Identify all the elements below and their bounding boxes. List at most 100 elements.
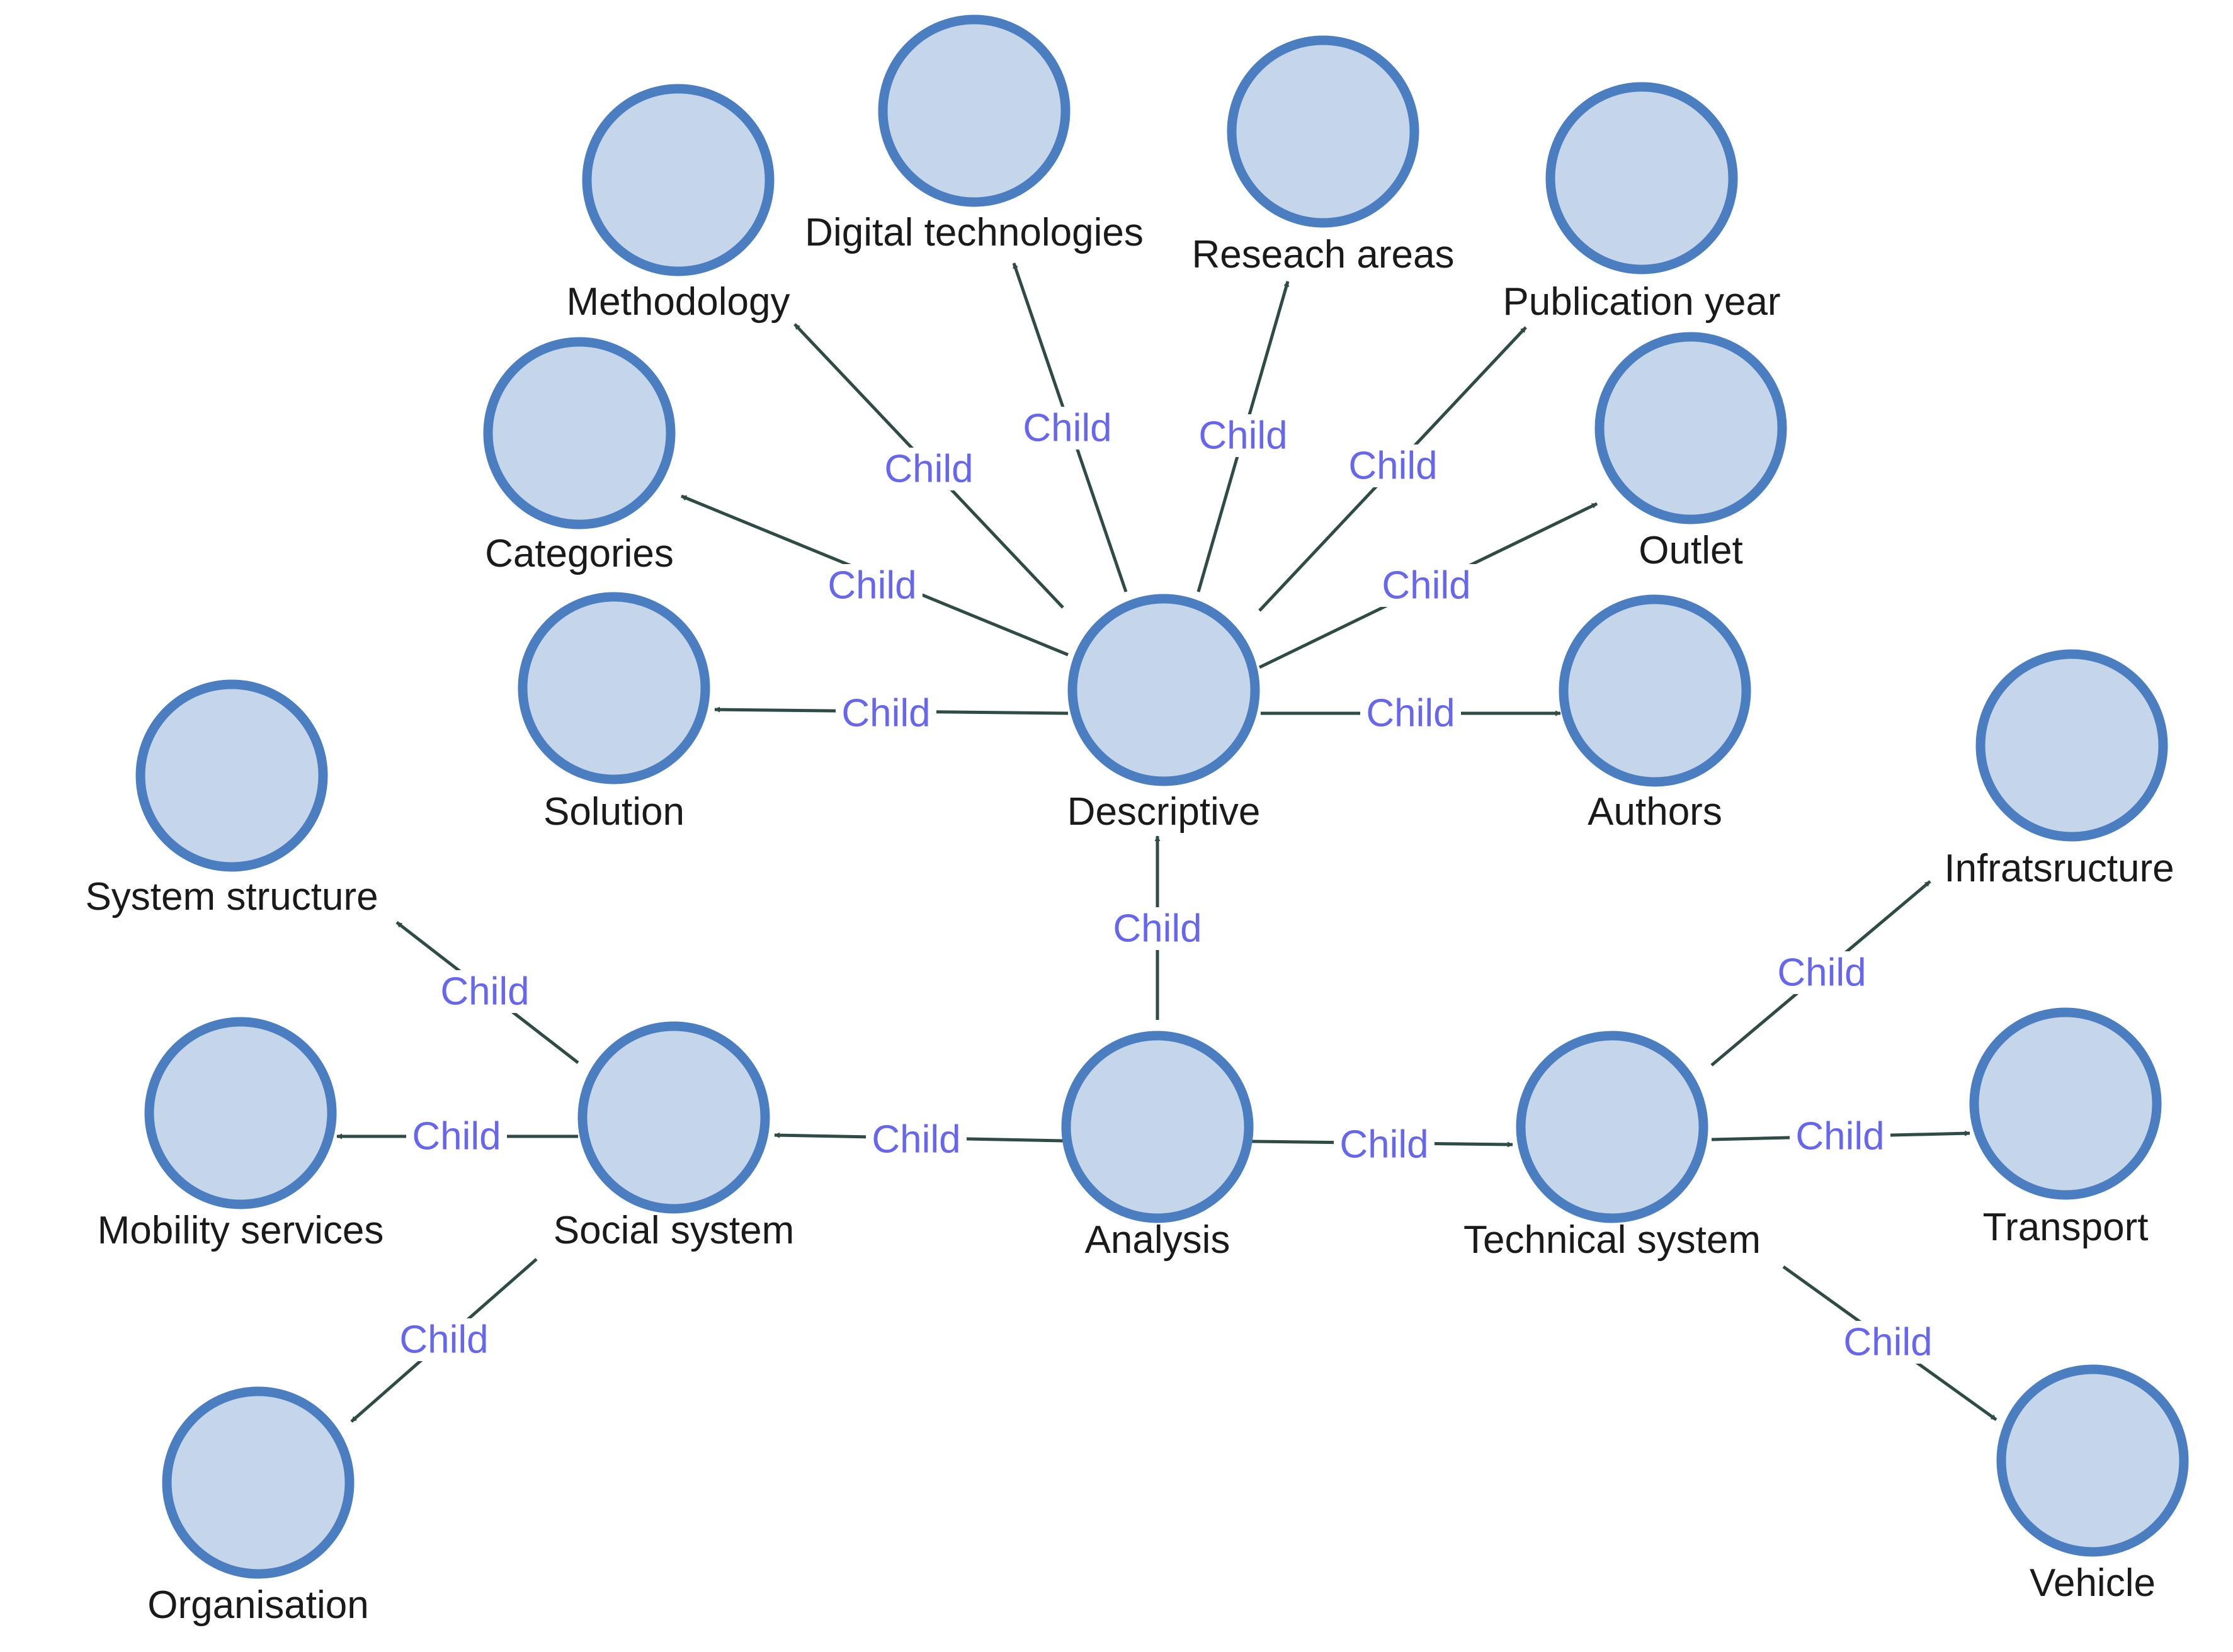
node-circle[interactable] bbox=[1061, 1031, 1254, 1223]
edge-label: Child bbox=[1843, 1321, 1932, 1364]
node-research[interactable]: Reseach areas bbox=[1191, 35, 1455, 276]
edge-label-background bbox=[1790, 1115, 1890, 1158]
edge-label-background bbox=[1838, 1321, 1938, 1364]
node-label: Social system bbox=[554, 1209, 794, 1252]
node-organisation[interactable]: Organisation bbox=[147, 1386, 369, 1627]
node-circle[interactable] bbox=[1516, 1031, 1708, 1223]
edge-label: Child bbox=[841, 692, 930, 735]
node-circle[interactable] bbox=[162, 1386, 355, 1579]
edge-label-background bbox=[878, 448, 979, 490]
edge-label-background bbox=[1343, 444, 1443, 487]
node-methodology[interactable]: Methodology bbox=[566, 84, 790, 324]
node-circle[interactable] bbox=[1996, 1364, 2189, 1557]
node-label: Authors bbox=[1588, 790, 1722, 834]
edge-label: Child bbox=[1023, 407, 1111, 450]
edge-label-background bbox=[1193, 414, 1293, 457]
node-label: Mobility services bbox=[98, 1209, 384, 1252]
edge-social-to-organisation: Child bbox=[350, 1258, 538, 1423]
edge-descriptive-to-solution: Child bbox=[714, 692, 1069, 735]
node-circle[interactable] bbox=[577, 1021, 770, 1214]
edge-descriptive-to-research: Child bbox=[1193, 281, 1293, 592]
node-circle[interactable] bbox=[1969, 1007, 2162, 1200]
node-technical[interactable]: Technical system bbox=[1463, 1031, 1761, 1262]
edge-label: Child bbox=[1382, 564, 1470, 608]
edge-label: Child bbox=[827, 564, 916, 608]
node-label: Methodology bbox=[566, 280, 790, 324]
node-circle[interactable] bbox=[582, 84, 775, 276]
edge-label-background bbox=[1360, 692, 1461, 735]
edge-technical-to-vehicle: Child bbox=[1782, 1265, 1997, 1422]
edge-analysis-to-descriptive: Child bbox=[1107, 835, 1208, 1020]
node-sysstruct[interactable]: System structure bbox=[85, 679, 378, 919]
node-social[interactable]: Social system bbox=[554, 1021, 794, 1252]
edge-descriptive-to-digital: Child bbox=[1012, 263, 1128, 592]
node-label: Infratsructure bbox=[1944, 847, 2174, 890]
node-descriptive[interactable]: Descriptive bbox=[1067, 594, 1261, 834]
node-label: Transport bbox=[1982, 1206, 2148, 1249]
edge-label-background bbox=[435, 970, 535, 1013]
edge-technical-to-transport: Child bbox=[1711, 1115, 1970, 1158]
node-circle[interactable] bbox=[135, 679, 328, 872]
edge-label: Child bbox=[1113, 907, 1202, 951]
edge-label-background bbox=[1771, 951, 1872, 994]
edge-label-background bbox=[822, 564, 923, 607]
edge-label-background bbox=[1017, 407, 1118, 450]
node-circle[interactable] bbox=[1975, 649, 2168, 842]
node-pubyear[interactable]: Publication year bbox=[1503, 82, 1781, 324]
node-label: Categories bbox=[485, 532, 674, 575]
node-digital[interactable]: Digital technologies bbox=[805, 14, 1144, 254]
edge-label: Child bbox=[1777, 951, 1866, 995]
node-vehicle[interactable]: Vehicle bbox=[1996, 1364, 2189, 1605]
edge-label: Child bbox=[1348, 444, 1437, 488]
node-circle[interactable] bbox=[144, 1017, 337, 1209]
node-circle[interactable] bbox=[518, 592, 710, 784]
node-categories[interactable]: Categories bbox=[483, 337, 676, 575]
node-label: Reseach areas bbox=[1191, 233, 1454, 276]
node-outlet[interactable]: Outlet bbox=[1594, 332, 1787, 572]
node-label: Publication year bbox=[1503, 280, 1780, 324]
node-label: Descriptive bbox=[1067, 790, 1261, 834]
edge-descriptive-to-pubyear: Child bbox=[1258, 326, 1527, 612]
node-circle[interactable] bbox=[1545, 82, 1738, 274]
node-circle[interactable] bbox=[1559, 594, 1751, 787]
node-circle[interactable] bbox=[483, 337, 676, 529]
node-authors[interactable]: Authors bbox=[1559, 594, 1751, 834]
node-transport[interactable]: Transport bbox=[1969, 1007, 2162, 1249]
edge-social-to-mobility: Child bbox=[336, 1115, 578, 1158]
edge-label-background bbox=[1107, 907, 1208, 950]
node-circle[interactable] bbox=[1594, 332, 1787, 524]
node-label: System structure bbox=[85, 875, 378, 919]
edge-label: Child bbox=[1366, 692, 1455, 735]
node-label: Outlet bbox=[1639, 529, 1742, 572]
node-analysis[interactable]: Analysis bbox=[1061, 1031, 1254, 1262]
edge-label: Child bbox=[1198, 414, 1287, 458]
node-label: Vehicle bbox=[2030, 1561, 2156, 1605]
edge-descriptive-to-methodology: Child bbox=[793, 323, 1064, 609]
edge-descriptive-to-categories: Child bbox=[681, 494, 1069, 657]
node-solution[interactable]: Solution bbox=[518, 592, 710, 834]
edge-descriptive-to-outlet: Child bbox=[1258, 502, 1598, 669]
node-infra[interactable]: Infratsructure bbox=[1944, 649, 2174, 890]
edge-label-background bbox=[406, 1115, 507, 1158]
node-circle[interactable] bbox=[1067, 594, 1260, 786]
edge-technical-to-infra: Child bbox=[1710, 880, 1931, 1066]
edge-label: Child bbox=[884, 448, 973, 491]
edge-analysis-to-technical: Child bbox=[1251, 1123, 1513, 1167]
edge-analysis-to-social: Child bbox=[774, 1118, 1064, 1162]
edge-label-background bbox=[1376, 564, 1477, 607]
node-label: Analysis bbox=[1085, 1218, 1230, 1262]
edge-label: Child bbox=[1339, 1123, 1428, 1167]
node-label: Organisation bbox=[147, 1583, 369, 1627]
node-circle[interactable] bbox=[878, 14, 1071, 207]
edge-label: Child bbox=[1795, 1115, 1884, 1158]
node-circle[interactable] bbox=[1227, 35, 1419, 228]
edge-label-background bbox=[836, 692, 936, 735]
edge-label: Child bbox=[412, 1115, 501, 1158]
edge-descriptive-to-authors: Child bbox=[1261, 692, 1561, 735]
node-mobility[interactable]: Mobility services bbox=[98, 1017, 384, 1252]
edge-label: Child bbox=[399, 1318, 488, 1362]
edge-label: Child bbox=[440, 970, 529, 1014]
